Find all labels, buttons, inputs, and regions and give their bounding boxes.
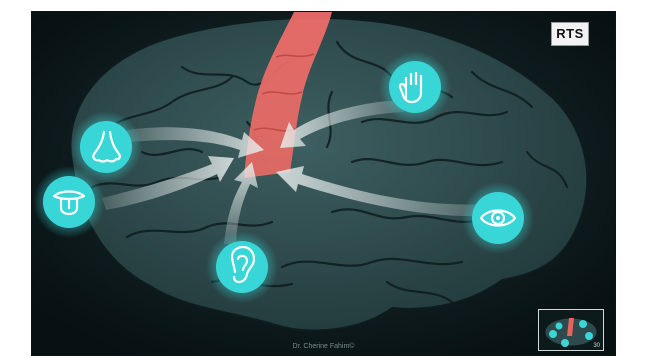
rts-logo: RTS xyxy=(551,22,589,46)
tongue-icon-group xyxy=(33,166,105,238)
slide-number: 30 xyxy=(593,343,600,349)
ear-icon-group xyxy=(206,231,278,303)
eye-icon-group xyxy=(462,182,534,254)
slide-frame: RTS Dr. Cherine Fahim© 30 xyxy=(31,11,616,356)
preview-thumbnail[interactable]: 30 xyxy=(538,309,604,351)
credit-text: Dr. Cherine Fahim© xyxy=(32,343,615,350)
hand-icon-group xyxy=(379,51,451,123)
brain-illustration xyxy=(32,12,615,355)
